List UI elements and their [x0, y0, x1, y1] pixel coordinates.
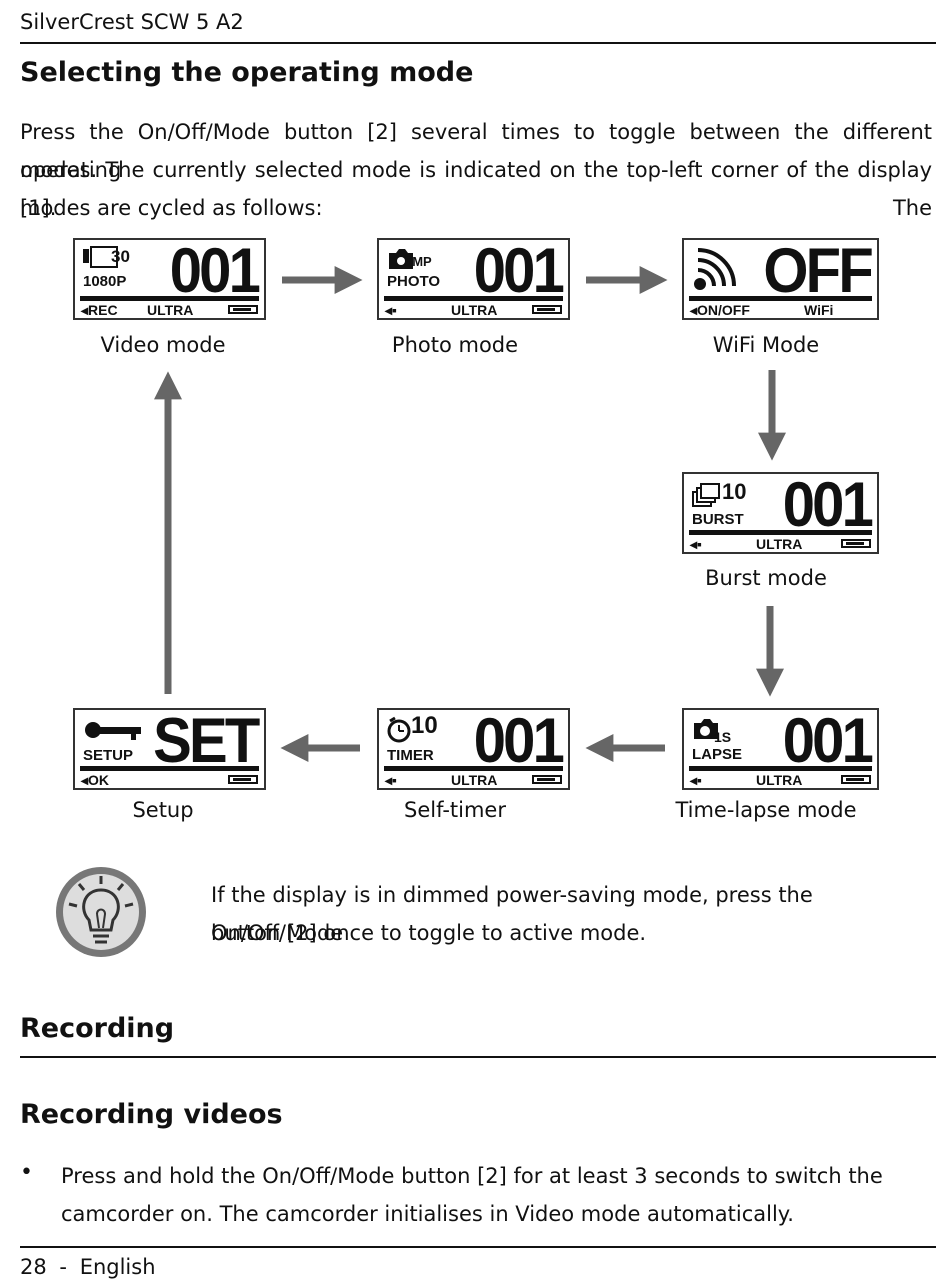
bullet-marker: • — [20, 1160, 33, 1185]
timer-mode-label: TIMER — [387, 747, 434, 764]
wifi-left-label: ◂ON/OFF — [690, 302, 750, 318]
lcd-photo-mode: 5MP PHOTO 001 ◂▪ ULTRA — [377, 238, 570, 320]
lcd-status-row: ◂▪ ULTRA — [385, 301, 562, 318]
caption-timelapse-mode: Time-lapse mode — [675, 798, 857, 822]
burst-count: 10 — [722, 479, 747, 504]
battery-icon — [841, 539, 871, 548]
battery-icon — [841, 775, 871, 784]
lcd-divider — [384, 766, 563, 771]
header-rule — [20, 42, 936, 44]
timelapse-quality: ULTRA — [756, 772, 803, 788]
timer-quality: ULTRA — [451, 772, 498, 788]
video-left-label: ◂REC — [81, 302, 118, 318]
burst-mode-label: BURST — [692, 511, 744, 528]
video-quality: ULTRA — [147, 302, 194, 318]
tip-line-2: button [2] once to toggle to active mode… — [211, 921, 647, 945]
timelapse-counter: 001 — [782, 708, 874, 776]
wifi-label: WiFi — [804, 302, 834, 318]
setup-value: SET — [153, 708, 261, 776]
lcd-status-row: ◂▪ ULTRA — [690, 535, 871, 552]
footer-rule — [20, 1246, 936, 1248]
lcd-status-row: ◂ON/OFF WiFi — [690, 301, 871, 318]
lcd-video-mode: 30 1080P 001 ◂REC ULTRA — [73, 238, 266, 320]
intro-line-3: modes are cycled as follows: — [20, 196, 323, 220]
setup-left-label: ◂OK — [81, 772, 110, 788]
timer-icon — [387, 716, 411, 743]
caption-self-timer: Self-timer — [404, 798, 506, 822]
photo-camera-icon — [389, 249, 413, 269]
video-resolution: 1080P — [83, 273, 127, 290]
timelapse-mode-label: LAPSE — [692, 746, 743, 763]
back-camera-icon: ◂▪ — [690, 536, 702, 552]
photo-quality: ULTRA — [451, 302, 498, 318]
lcd-status-row: ◂OK — [81, 771, 258, 788]
lcd-status-row: ◂▪ ULTRA — [690, 771, 871, 788]
photo-counter: 001 — [473, 238, 565, 306]
burst-quality: ULTRA — [756, 536, 803, 552]
wifi-icon — [694, 248, 736, 290]
caption-video-mode: Video mode — [100, 333, 226, 357]
caption-wifi-mode: WiFi Mode — [712, 333, 820, 357]
battery-icon — [532, 305, 562, 314]
caption-burst-mode: Burst mode — [705, 566, 827, 590]
photo-mode-label: PHOTO — [387, 273, 441, 290]
lcd-timelapse-mode: 1S LAPSE 001 ◂▪ ULTRA — [682, 708, 879, 790]
video-counter: 001 — [169, 238, 261, 306]
setup-mode-label: SETUP — [83, 747, 134, 764]
lcd-status-row: ◂▪ ULTRA — [385, 771, 562, 788]
battery-icon — [532, 775, 562, 784]
battery-icon — [228, 305, 258, 314]
back-camera-icon: ◂▪ — [690, 772, 702, 788]
caption-photo-mode: Photo mode — [391, 333, 519, 357]
lcd-divider — [384, 296, 563, 301]
page-footer: 28 - English — [20, 1255, 156, 1279]
lcd-status-row: ◂REC ULTRA — [81, 301, 258, 318]
lcd-divider — [689, 530, 872, 535]
burst-counter: 001 — [782, 472, 874, 540]
timelapse-interval: 1S — [714, 729, 732, 745]
timer-counter: 001 — [473, 708, 565, 776]
battery-icon — [228, 775, 258, 784]
wifi-status: OFF — [763, 238, 873, 306]
lcd-divider — [689, 766, 872, 771]
tip-line-1: If the display is in dimmed power-saving… — [211, 883, 813, 945]
back-camera-icon: ◂▪ — [385, 302, 397, 318]
section-heading-operating-mode: Selecting the operating mode — [20, 57, 474, 88]
lcd-setup-mode: SETUP SET ◂OK — [73, 708, 266, 790]
section-heading-recording-videos: Recording videos — [20, 1099, 283, 1130]
section-rule — [20, 1056, 936, 1058]
page-number: 28 — [20, 1255, 47, 1279]
timelapse-camera-icon — [694, 719, 718, 739]
key-icon — [85, 722, 141, 740]
lcd-divider — [80, 766, 259, 771]
bullet-line-2: camcorder on. The camcorder initialises … — [61, 1202, 794, 1226]
document-header: SilverCrest SCW 5 A2 — [20, 10, 244, 34]
intro-line-2: modes. The currently selected mode is in… — [20, 158, 932, 220]
lcd-divider — [80, 296, 259, 301]
lightbulb-icon — [56, 867, 146, 957]
lcd-burst-mode: 10 BURST 001 ◂▪ ULTRA — [682, 472, 879, 554]
intro-line-1: Press the On/Off/Mode button [2] several… — [20, 120, 932, 182]
bullet-line-1: Press and hold the On/Off/Mode button [2… — [61, 1164, 883, 1188]
back-camera-icon: ◂▪ — [385, 772, 397, 788]
timer-seconds: 10 — [411, 712, 438, 739]
section-heading-recording: Recording — [20, 1013, 175, 1044]
lcd-wifi-mode: OFF ◂ON/OFF WiFi — [682, 238, 879, 320]
video-camera-icon — [83, 246, 118, 268]
video-fps: 30 — [111, 247, 130, 266]
photo-resolution: 5MP — [405, 254, 432, 269]
burst-icon — [692, 483, 720, 507]
footer-separator: - — [59, 1255, 67, 1279]
lcd-timer-mode: 10 TIMER 001 ◂▪ ULTRA — [377, 708, 570, 790]
footer-language: English — [79, 1255, 156, 1279]
caption-setup: Setup — [132, 798, 194, 822]
lcd-divider — [689, 296, 872, 301]
